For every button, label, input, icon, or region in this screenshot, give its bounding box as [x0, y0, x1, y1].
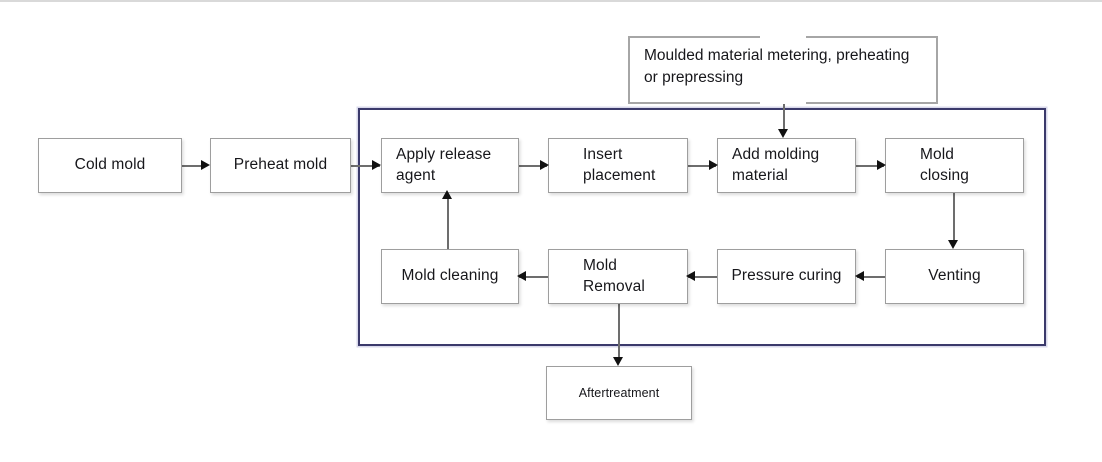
- note-bracket-bottom-left: [628, 102, 760, 104]
- edge-preheat-mold-to-apply-release-agent: [351, 165, 380, 167]
- node-aftertreatment[interactable]: Aftertreatment: [546, 366, 692, 420]
- note-line-2: or prepressing: [644, 69, 744, 87]
- arrowhead-mold-closing-to-venting: [948, 240, 958, 249]
- node-apply-release-agent-label-line2: agent: [396, 166, 436, 184]
- arrowhead-apply-release-agent-to-insert-placement: [540, 160, 549, 170]
- node-mold-closing[interactable]: Mold closing: [885, 138, 1024, 193]
- arrowhead-insert-placement-to-add-molding-material: [709, 160, 718, 170]
- node-mold-removal[interactable]: Mold Removal: [548, 249, 688, 304]
- node-apply-release-agent[interactable]: Apply release agent: [381, 138, 519, 193]
- edge-mold-removal-to-mold-cleaning: [519, 276, 548, 278]
- node-venting-label: Venting: [928, 267, 981, 285]
- node-mold-closing-label-line1: Mold: [920, 146, 954, 164]
- edge-pressure-curing-to-mold-removal: [688, 276, 717, 278]
- node-pressure-curing[interactable]: Pressure curing: [717, 249, 856, 304]
- arrowhead-mold-removal-to-aftertreatment: [613, 357, 623, 366]
- node-mold-cleaning-label: Mold cleaning: [401, 267, 499, 285]
- note-bracket-top-right: [806, 36, 938, 38]
- edge-insert-placement-to-add-molding-material: [688, 165, 716, 167]
- arrowhead-mold-cleaning-to-apply-release-agent: [442, 190, 452, 199]
- node-preheat-mold-label: Preheat mold: [233, 156, 328, 174]
- edge-mold-removal-to-aftertreatment: [618, 304, 620, 362]
- note-bracket-side-left: [628, 36, 630, 104]
- edge-apply-release-agent-to-insert-placement: [519, 165, 547, 167]
- node-mold-cleaning[interactable]: Mold cleaning: [381, 249, 519, 304]
- moulded-material-note: Moulded material metering, preheating or…: [628, 36, 938, 104]
- edge-mold-cleaning-to-apply-release-agent: [447, 197, 449, 249]
- node-add-molding-material[interactable]: Add molding material: [717, 138, 856, 193]
- node-preheat-mold[interactable]: Preheat mold: [210, 138, 351, 193]
- note-bracket-top-left: [628, 36, 760, 38]
- note-bracket-side-right: [936, 36, 938, 104]
- node-mold-removal-label-line1: Mold: [583, 257, 617, 275]
- node-mold-closing-label-line2: closing: [920, 166, 969, 184]
- node-add-molding-material-label-line1: Add molding: [732, 146, 820, 164]
- arrowhead-note-to-add-molding-material: [778, 129, 788, 138]
- node-pressure-curing-label: Pressure curing: [731, 267, 842, 285]
- arrowhead-mold-removal-to-mold-cleaning: [517, 271, 526, 281]
- node-add-molding-material-label-line2: material: [732, 166, 788, 184]
- edge-add-molding-material-to-mold-closing: [856, 165, 884, 167]
- node-insert-placement-label-line2: placement: [583, 166, 656, 184]
- arrowhead-cold-mold-to-preheat-mold: [201, 160, 210, 170]
- edge-cold-mold-to-preheat-mold: [182, 165, 205, 167]
- edge-venting-to-pressure-curing: [857, 276, 885, 278]
- moulding-cycle-group-container: [358, 108, 1046, 346]
- node-cold-mold[interactable]: Cold mold: [38, 138, 182, 193]
- node-insert-placement[interactable]: Insert placement: [548, 138, 688, 193]
- arrowhead-pressure-curing-to-mold-removal: [686, 271, 695, 281]
- node-aftertreatment-label: Aftertreatment: [578, 385, 660, 400]
- note-bracket-bottom-right: [806, 102, 938, 104]
- arrowhead-preheat-mold-to-apply-release-agent: [372, 160, 381, 170]
- node-venting[interactable]: Venting: [885, 249, 1024, 304]
- node-apply-release-agent-label-line1: Apply release: [396, 146, 492, 164]
- arrowhead-venting-to-pressure-curing: [855, 271, 864, 281]
- node-cold-mold-label: Cold mold: [74, 156, 146, 174]
- note-line-1: Moulded material metering, preheating: [644, 47, 910, 64]
- arrowhead-add-molding-material-to-mold-closing: [877, 160, 886, 170]
- edge-mold-closing-to-venting: [953, 193, 955, 245]
- top-divider-rule: [0, 0, 1102, 2]
- node-mold-removal-label-line2: Removal: [583, 277, 645, 295]
- edge-note-to-add-molding-material: [783, 104, 785, 134]
- node-insert-placement-label-line1: Insert: [583, 146, 623, 164]
